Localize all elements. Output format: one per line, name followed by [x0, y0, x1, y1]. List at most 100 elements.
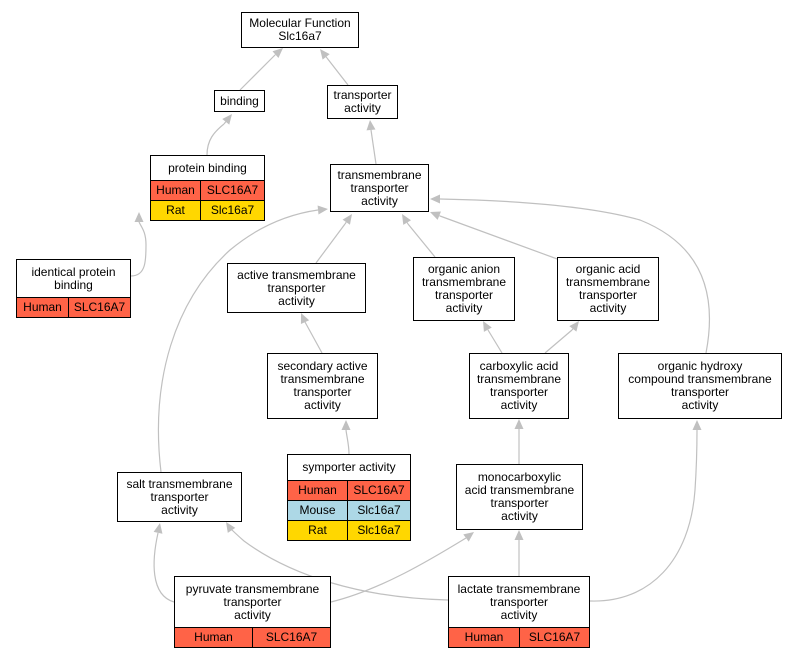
- edge-pyruvate-to-salt: [153, 523, 175, 603]
- node-label-line: organic hydroxy: [657, 359, 743, 373]
- node-label-line: transporter: [489, 385, 549, 399]
- node-label-line: salt transmembrane: [126, 476, 233, 491]
- node-label-line: pyruvate transmembrane: [185, 581, 320, 596]
- arrow-head-icon: [341, 420, 351, 430]
- edge-active_tm-to-tm_transporter: [315, 214, 352, 264]
- edge-organic_hydroxy-to-tm_transporter: [430, 194, 710, 354]
- arrow-head-icon: [272, 48, 283, 58]
- node-label-line: transporter: [293, 385, 352, 399]
- arrow-head-icon: [317, 205, 328, 215]
- gene-cell: Slc16a7: [357, 503, 401, 517]
- edge-identical_protein-to-protein_binding: [130, 212, 147, 277]
- node-label-line: activity: [500, 398, 538, 412]
- gene-cell: SLC16A7: [528, 630, 581, 644]
- gene-cell: SLC16A7: [353, 483, 405, 497]
- node-label-line: transporter: [490, 496, 549, 510]
- edge-monocarboxylic-to-carboxylic: [514, 419, 524, 464]
- node-label-line: activity: [681, 398, 719, 412]
- gene-cell: Slc16a7: [210, 203, 255, 217]
- edge-carboxylic-to-organic_anion: [483, 321, 503, 354]
- node-label-line: transmembrane: [337, 167, 422, 182]
- gene-cell: SLC16A7: [73, 300, 126, 314]
- edge-lactate-to-organic_hydroxy: [589, 420, 702, 602]
- node-label-line: transporter: [578, 288, 638, 302]
- edge-symporter-to-secondary_active: [341, 420, 351, 455]
- node-label-line: transporter: [267, 280, 326, 295]
- node-label-line: monocarboxylic: [477, 470, 562, 484]
- arrow-head-icon: [463, 532, 474, 542]
- edge-lactate-to-monocarboxylic: [514, 530, 524, 576]
- species-cell: Rat: [151, 201, 201, 220]
- annotation-row: Rat Slc16a7: [288, 520, 410, 540]
- node-binding[interactable]: binding: [214, 90, 265, 112]
- node-label-line: lactate transmembrane: [457, 581, 581, 596]
- species-cell: Human: [449, 628, 520, 647]
- node-label-line: activity: [234, 607, 271, 622]
- node-label-line: transporter: [434, 288, 494, 302]
- node-label-line: active transmembrane: [237, 267, 356, 282]
- node-label-line: activity: [304, 398, 341, 412]
- node-label-line: activity: [278, 293, 315, 308]
- arrow-head-icon: [366, 120, 376, 131]
- node-label-line: transporter: [223, 594, 282, 609]
- node-label: binding: [215, 91, 264, 111]
- edge-secondary_active-to-active_tm: [300, 313, 323, 354]
- species-cell: Rat: [288, 521, 348, 540]
- node-label: protein binding: [151, 156, 264, 180]
- node-label-line: binding: [54, 277, 93, 292]
- node-label-line: identical protein: [31, 264, 116, 279]
- edge-salt-to-tm_transporter: [157, 205, 328, 473]
- node-label-line: protein binding: [168, 160, 247, 175]
- node-label-line: Slc16a7: [278, 29, 322, 43]
- node-label: symporter activity: [288, 455, 410, 480]
- arrow-head-icon: [153, 523, 163, 534]
- arrow-head-icon: [430, 211, 441, 220]
- arrow-head-icon: [222, 114, 232, 125]
- arrow-head-icon: [430, 194, 440, 204]
- arrow-head-icon: [692, 420, 702, 430]
- arrow-head-icon: [483, 321, 492, 332]
- node-label-line: transporter: [333, 88, 392, 102]
- node-label-line: transporter: [670, 385, 730, 399]
- arrow-head-icon: [300, 313, 310, 324]
- node-label-line: activity: [500, 607, 538, 622]
- node-label-line: activity: [589, 301, 627, 315]
- edge-protein_binding-to-binding: [206, 114, 232, 156]
- node-label-line: Molecular Function: [249, 16, 351, 30]
- node-label-line: organic anion: [427, 262, 501, 276]
- gene-cell: Slc16a7: [357, 523, 401, 537]
- species-cell: Human: [175, 628, 253, 647]
- node-label-line: activity: [344, 101, 381, 115]
- edge-transporter-to-mf: [320, 49, 349, 86]
- arrow-head-icon: [514, 419, 524, 429]
